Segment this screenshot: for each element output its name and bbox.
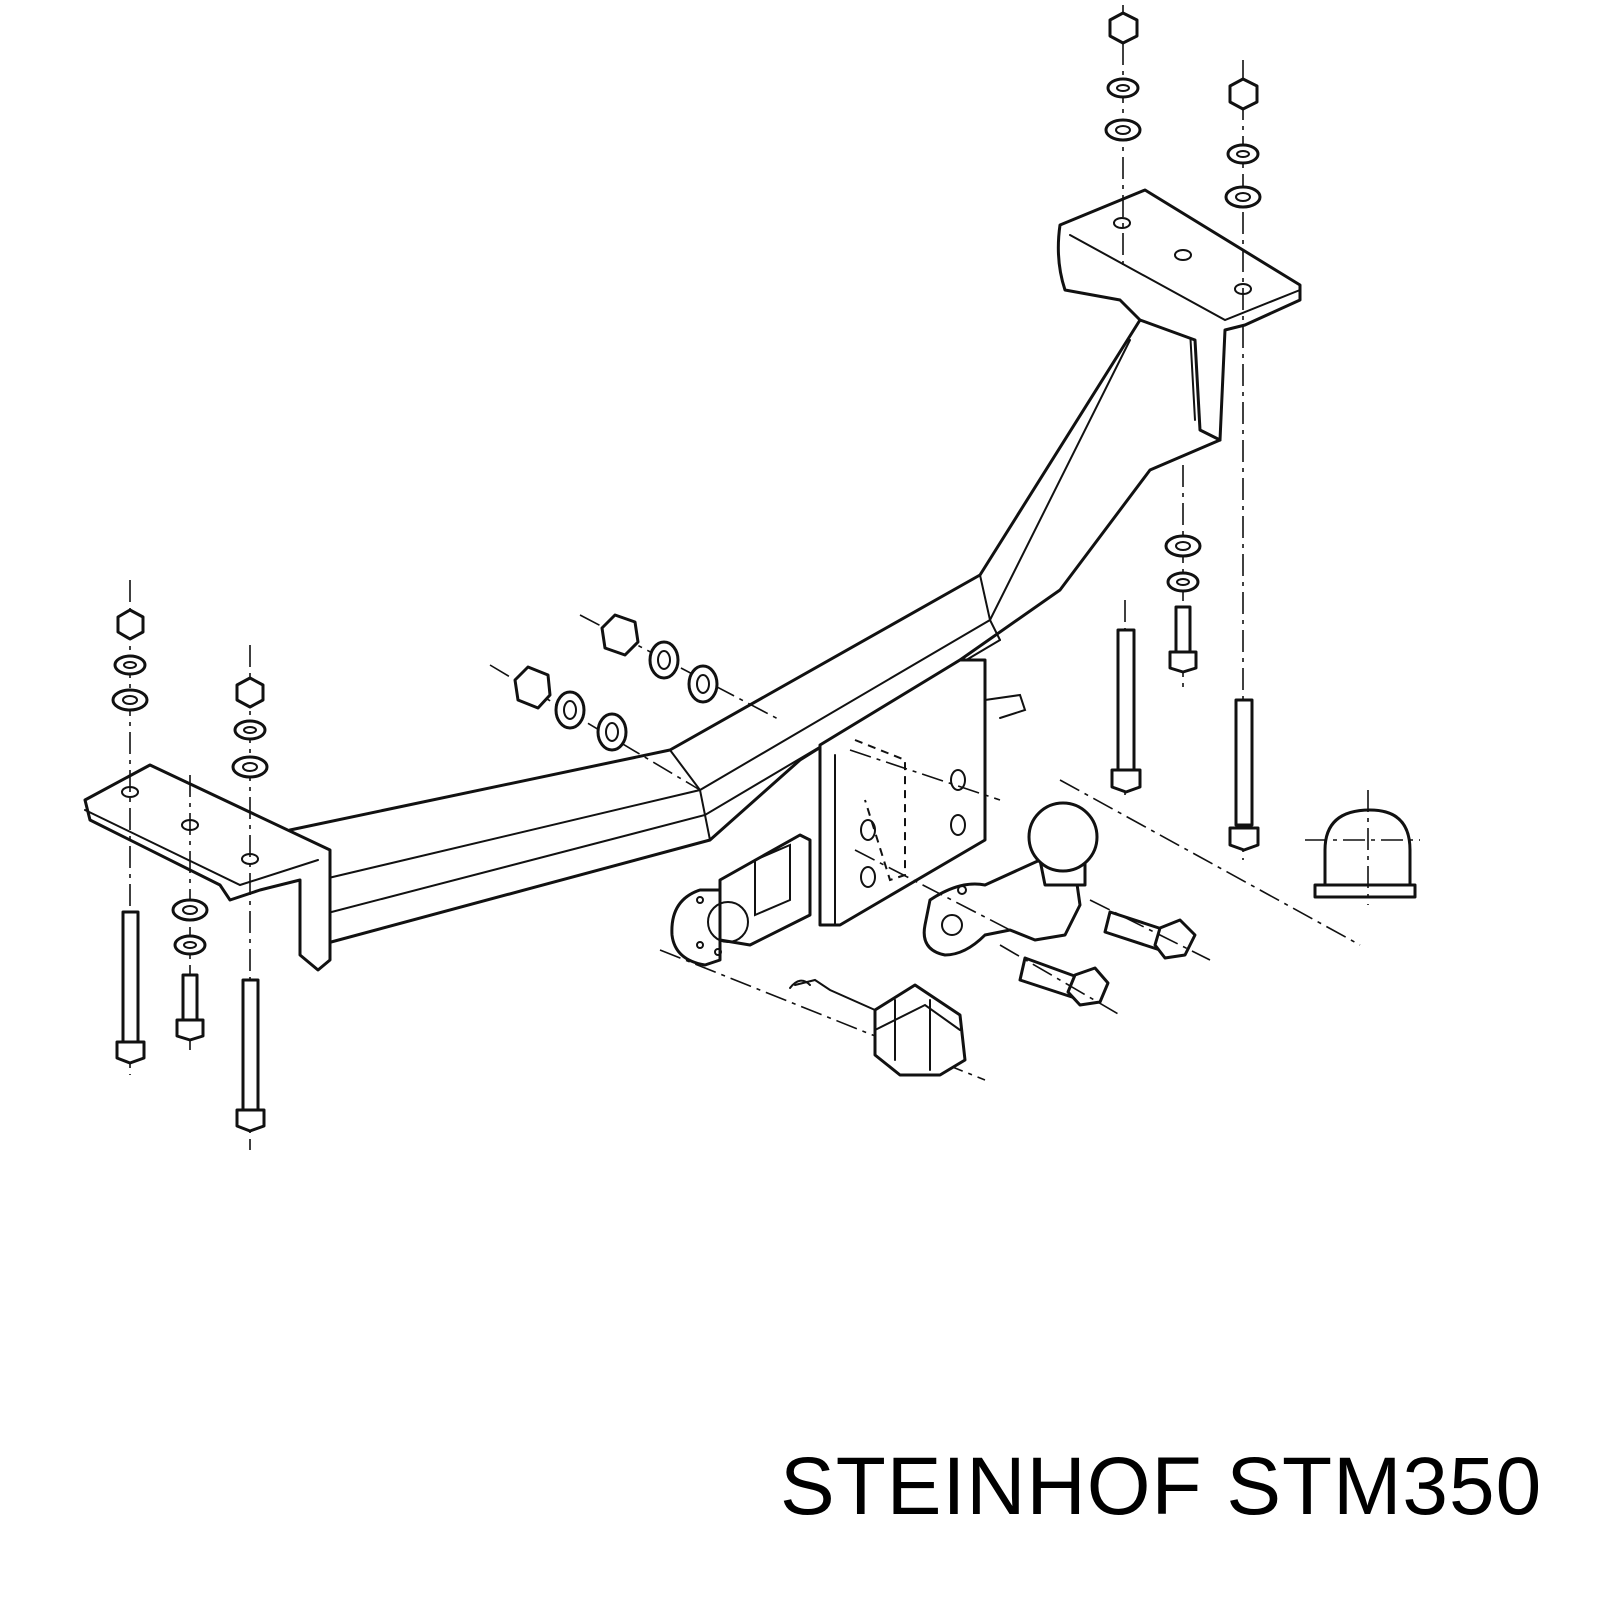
ball-mount-bolts — [999, 899, 1211, 1016]
right-mounting-bracket — [1056, 188, 1302, 442]
center-mounting-plate — [818, 658, 1027, 927]
product-caption: STEINHOF STM350 — [780, 1441, 1543, 1532]
right-bracket-hardware — [1104, 5, 1262, 860]
plate-center-line — [849, 749, 1001, 801]
ball-cover-cap — [1305, 790, 1420, 905]
plate-center-line-lower — [854, 849, 1011, 931]
socket-bracket — [659, 833, 986, 1081]
tow-ball — [922, 779, 1361, 957]
electrical-socket — [789, 978, 967, 1077]
crossbar-hardware — [489, 613, 781, 791]
left-bracket-hardware — [111, 580, 269, 1150]
